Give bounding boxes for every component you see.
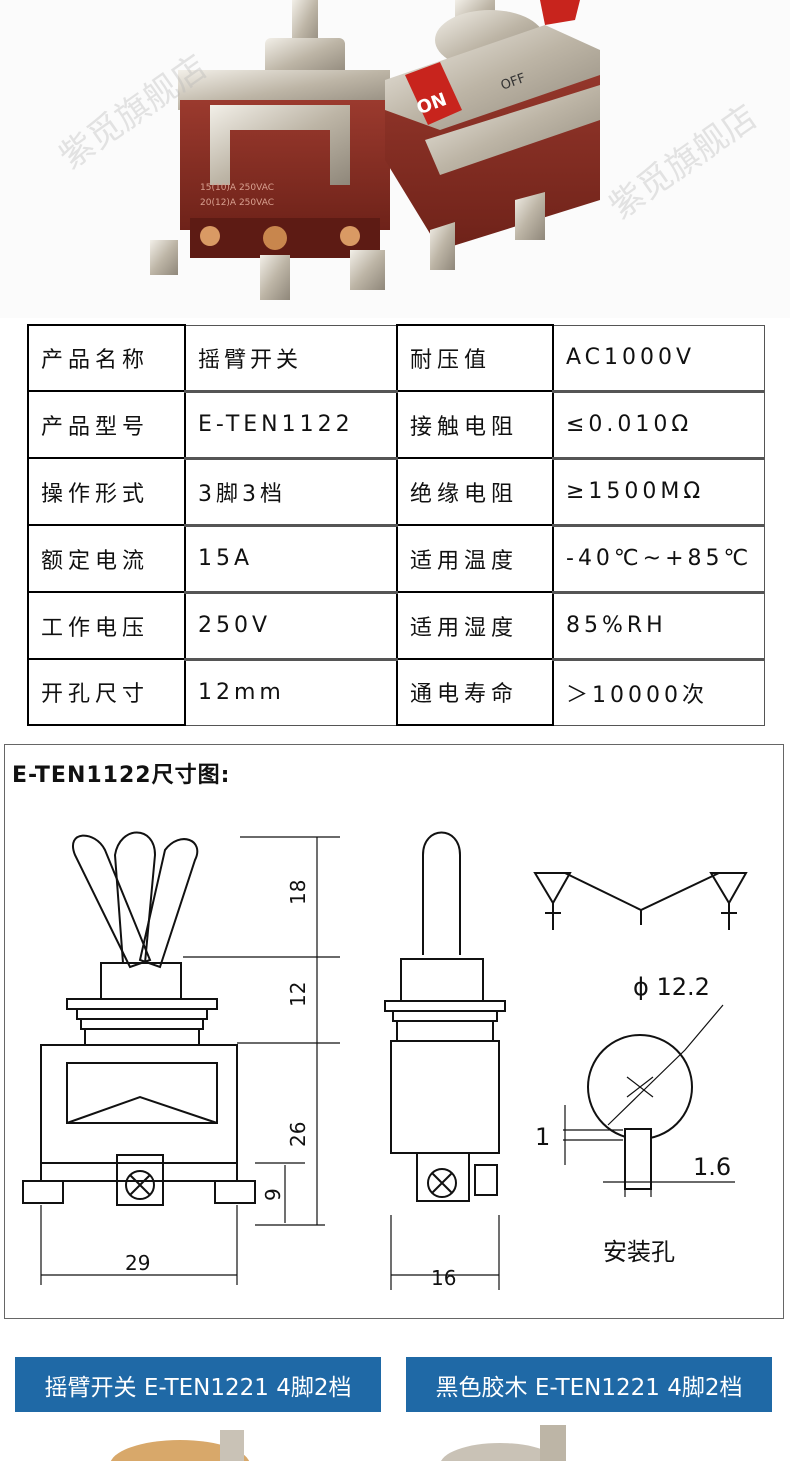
spec-label: 适用温度 [396,524,554,593]
dimension-drawing-panel: E-TEN1122尺寸图: [4,744,784,1319]
spec-label: 接触电阻 [396,390,554,459]
spec-label: 通电寿命 [396,658,554,726]
left-switch-print-1: 15(10)A 250VAC [200,183,274,193]
spec-label: 额定电流 [27,524,186,593]
spec-value: E-TEN1122 [184,389,398,459]
spec-value: 摇臂开关 [184,324,398,392]
bottom-switch-tops [110,1425,566,1461]
dim-lever-label: 18 [286,880,310,905]
spec-value: ＞10000次 [552,657,765,726]
spec-value: ≤0.010Ω [552,389,765,459]
key-height-label: 1 [535,1123,550,1151]
key-width-label: 1.6 [693,1153,731,1181]
front-view [22,831,256,1206]
hole-diagram [533,872,748,1197]
watermark-2: 紫觅旗舰店 [602,97,764,227]
spec-value: 85%RH [552,590,765,660]
spec-label: 适用湿度 [396,591,554,660]
hole-caption: 安装孔 [603,1238,675,1266]
bottom-product-photos [0,1420,790,1461]
dimension-drawing: 18 12 26 9 29 16 ϕ 12.2 1 1.6 安装孔 [22,831,748,1290]
spec-value: 3脚3档 [184,456,398,526]
dim-bushing-label: 12 [286,982,310,1007]
spec-label: 耐压值 [396,324,554,392]
side-view [384,831,506,1202]
banner-right: 黑色胶木 E-TEN1221 4脚2档 [406,1357,772,1412]
spec-label: 工作电压 [27,591,186,660]
spec-label: 绝缘电阻 [396,457,554,526]
left-switch: 15(10)A 250VAC 20(12)A 250VAC [150,0,390,300]
dim-depth-label: 16 [431,1266,456,1290]
spec-value: ≥1500MΩ [552,456,765,526]
dimension-lines [40,836,500,1290]
spec-value: AC1000V [552,324,765,392]
hole-diameter-label: ϕ 12.2 [633,973,710,1001]
spec-label: 开孔尺寸 [27,658,186,726]
dim-body-label: 26 [286,1122,310,1147]
product-photo: 15(10)A 250VAC 20(12)A 250VAC ON OFF 紫觅旗… [0,0,790,318]
dim-terminal-label: 9 [261,1188,285,1201]
spec-value: 250V [184,590,398,660]
left-switch-print-2: 20(12)A 250VAC [200,198,274,208]
spec-value: 15A [184,523,398,593]
spec-label: 产品名称 [27,324,186,392]
spec-value: -40℃~+85℃ [552,523,765,593]
dim-width-label: 29 [125,1251,150,1275]
spec-value: 12mm [184,657,398,726]
switch-photo-illustration: 15(10)A 250VAC 20(12)A 250VAC ON OFF 紫觅旗… [52,0,764,300]
drawing-title: E-TEN1122尺寸图: [12,763,231,788]
right-switch: ON OFF [385,0,600,270]
spec-label: 产品型号 [27,390,186,459]
banner-left: 摇臂开关 E-TEN1221 4脚2档 [15,1357,381,1412]
spec-label: 操作形式 [27,457,186,526]
